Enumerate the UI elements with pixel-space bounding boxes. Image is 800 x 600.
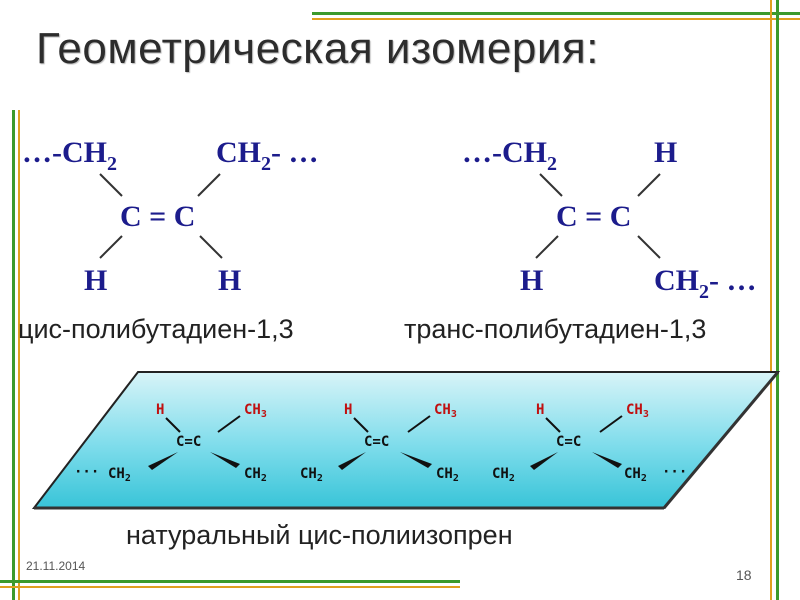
unit1-cc: C=C [176,434,201,450]
isoprene-unit-1: H CH3 C=C CH2 CH2 [108,402,267,484]
frame-right-line-orange [770,0,772,600]
frame-bottom-line-orange [0,586,460,588]
frame-bottom-line [0,580,460,583]
cis-bond-tl [99,173,123,197]
chain-dots-left: ··· [74,464,99,480]
unit3-ch2-left: CH2 [492,466,515,484]
trans-bond-tr [637,173,661,197]
cis-bottom-left: H [84,264,107,297]
trans-bottom-left: H [520,264,543,297]
trans-structure: …-CH2 H C = C H CH2- … [462,136,757,303]
chain-dots-right: ··· [662,464,687,480]
cis-center: C = C [120,200,195,233]
cis-bond-bl [99,235,123,259]
cis-top-left-group: …-CH2 [22,136,117,175]
cis-bottom-right: H [218,264,241,297]
isoprene-unit-2: H CH3 C=C CH2 CH2 [300,402,459,484]
unit2-ch2-left: CH2 [300,466,323,484]
trans-bond-bl [535,235,559,259]
unit1-ch2-right: CH2 [244,466,267,484]
trans-top-left-group: …-CH2 [462,136,557,175]
trans-bond-br [637,235,661,259]
cis-bond-tr [197,173,221,197]
panel-edge-right [662,371,780,509]
unit3-ch3: CH3 [626,402,649,420]
trans-bond-tl [539,173,563,197]
panel-plane [31,371,781,509]
slide-title: Геометрическая изомерия: [36,24,599,73]
trans-center: C = C [556,200,631,233]
unit2-cc: C=C [364,434,389,450]
unit2-h: H [344,402,352,418]
trans-top-right: H [654,136,677,169]
unit1-ch3: CH3 [244,402,267,420]
unit3-cc: C=C [556,434,581,450]
unit2-ch2-right: CH2 [436,466,459,484]
frame-left-line [12,110,15,600]
trans-bottom-right-group: CH2- … [654,264,757,303]
footer-date: 21.11.2014 [26,559,86,573]
unit3-ch2-right: CH2 [624,466,647,484]
unit2-ch3: CH3 [434,402,457,420]
frame-left-line-orange [18,110,20,600]
caption-cis: цис-полибутадиен-1,3 [18,314,294,344]
frame-top-line [312,12,800,15]
caption-trans: транс-полибутадиен-1,3 [404,314,707,344]
cis-structure: …-CH2 CH2- … C = C H H [22,136,319,297]
cis-bond-br [199,235,223,259]
frame-right-line [776,0,779,600]
frame-top-line-orange [312,18,800,20]
unit1-ch2-left: CH2 [108,466,131,484]
unit3-h: H [536,402,544,418]
cis-top-right-group: CH2- … [216,136,319,175]
polyisoprene-panel: H CH3 C=C CH2 CH2 H CH3 C=C CH2 CH2 H CH… [31,371,781,510]
unit1-h: H [156,402,164,418]
caption-natural: натуральный цис-полиизопрен [126,520,513,550]
page-number: 18 [736,567,752,583]
isoprene-unit-3: H CH3 C=C CH2 CH2 [492,402,649,484]
